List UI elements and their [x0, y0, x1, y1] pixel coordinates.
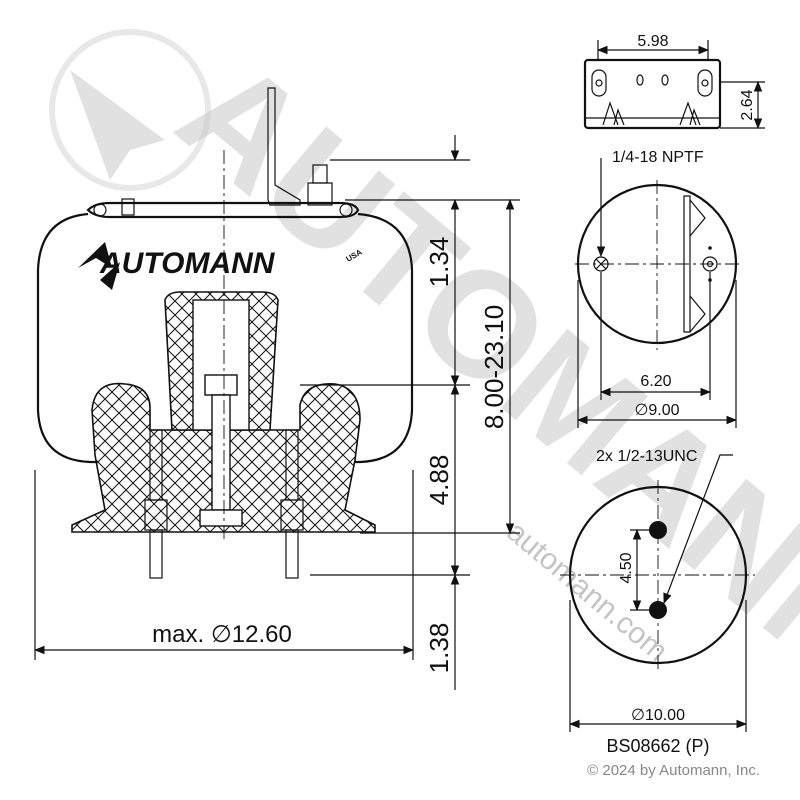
dim-top-stud-spacing: 6.20 — [640, 373, 671, 390]
copyright: © 2024 by Automann, Inc. — [587, 762, 760, 779]
logo-text: AUTOMANN — [99, 247, 276, 280]
dim-bottom-diameter: ∅10.00 — [631, 707, 685, 724]
watermark: AUTOMANN automann.com — [49, 26, 800, 715]
dim-piston-height: 4.88 — [424, 455, 454, 506]
dim-max-diameter: max. ∅12.60 — [152, 621, 292, 648]
dim-top-plate-diameter: ∅9.00 — [634, 402, 679, 419]
dim-bracket-height: 2.64 — [739, 89, 756, 120]
air-spring-side-view — [36, 87, 414, 579]
top-plate-view: 1/4-18 NPTF 6.20 ∅9.00 — [575, 149, 740, 428]
part-number: BS08662 (P) — [606, 736, 709, 756]
dim-stud-length: 1.38 — [424, 623, 454, 674]
bottom-view: 4.50 2x 1/2-13UNC ∅10.00 — [560, 448, 755, 732]
bottom-studs-label: 2x 1/2-13UNC — [596, 448, 697, 465]
dim-top-height: 1.34 — [424, 237, 454, 288]
automann-logo: AUTOMANN USA — [78, 242, 364, 290]
side-dimensions: 1.34 4.88 1.38 8.00-23.10 max. ∅12.60 — [33, 135, 520, 690]
dim-bottom-stud-spacing: 4.50 — [618, 552, 635, 583]
dim-height-range: 8.00-23.10 — [479, 305, 509, 429]
top-port-label: 1/4-18 NPTF — [612, 149, 704, 166]
mount-bracket-view: 5.98 2.64 — [583, 33, 765, 130]
dim-bracket-width: 5.98 — [637, 33, 668, 50]
